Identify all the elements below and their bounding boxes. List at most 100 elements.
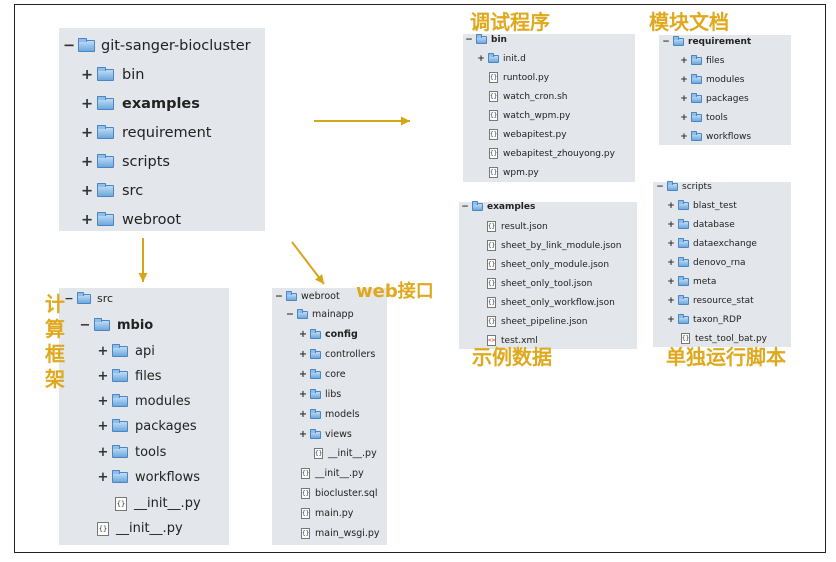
expand-icon[interactable]: + [680, 75, 688, 85]
tree-item-meta[interactable]: + meta [667, 276, 716, 287]
expand-icon[interactable]: + [299, 349, 307, 360]
root-node[interactable]: − git-sanger-biocluster [63, 38, 251, 54]
expand-icon[interactable]: + [299, 369, 307, 380]
tree-item-mainapp[interactable]: − mainapp [286, 308, 354, 320]
tree-item-packages[interactable]: + packages [680, 93, 749, 104]
tree-item-workflows[interactable]: + workflows [680, 131, 751, 142]
file-item[interactable]: {} biocluster.sql [301, 488, 378, 499]
expand-icon[interactable]: + [81, 96, 94, 112]
tree-item-libs[interactable]: + libs [299, 388, 341, 400]
collapse-icon[interactable]: − [465, 35, 473, 45]
file-item[interactable]: {} __init__.py [115, 496, 201, 511]
expand-icon[interactable]: + [299, 429, 307, 440]
file-item[interactable]: {} watch_cron.sh [489, 91, 567, 102]
expand-icon[interactable]: + [299, 409, 307, 420]
expand-icon[interactable]: + [667, 220, 675, 230]
file-item[interactable]: {} watch_wpm.py [489, 110, 570, 121]
file-item[interactable]: {} sheet_only_module.json [487, 259, 609, 270]
webroot-node[interactable]: − webroot [275, 290, 340, 302]
tree-item-database[interactable]: + database [667, 219, 735, 230]
expand-icon[interactable]: + [97, 419, 109, 434]
tree-item-blast-test[interactable]: + blast_test [667, 200, 737, 211]
tree-item-packages[interactable]: + packages [97, 419, 197, 434]
file-item[interactable]: <> test.xml [487, 335, 538, 346]
file-item[interactable]: {} sheet_only_tool.json [487, 278, 592, 289]
collapse-icon[interactable]: − [275, 291, 283, 302]
tree-item-api[interactable]: + api [97, 344, 155, 359]
tree-item-mbio[interactable]: − mbio [79, 318, 153, 333]
expand-icon[interactable]: + [667, 258, 675, 268]
tree-item-views[interactable]: + views [299, 428, 352, 440]
collapse-icon[interactable]: − [286, 309, 294, 320]
examples-node[interactable]: − examples [461, 201, 535, 212]
bin-node[interactable]: − bin [465, 34, 507, 45]
expand-icon[interactable]: + [81, 212, 94, 228]
tree-item-config[interactable]: + config [299, 328, 358, 340]
expand-icon[interactable]: + [97, 394, 109, 409]
tree-item-examples[interactable]: + examples [81, 96, 200, 112]
tree-item-webroot[interactable]: + webroot [81, 212, 181, 228]
expand-icon[interactable]: + [81, 67, 94, 83]
file-item[interactable]: {} main.py [301, 508, 353, 519]
tree-item-tools[interactable]: + tools [97, 445, 166, 460]
expand-icon[interactable]: + [97, 344, 109, 359]
expand-icon[interactable]: + [680, 132, 688, 142]
file-item[interactable]: {} sheet_by_link_module.json [487, 240, 621, 251]
file-item[interactable]: {} webapitest_zhouyong.py [489, 148, 615, 159]
tree-item-scripts[interactable]: + scripts [81, 154, 170, 170]
tree-item-core[interactable]: + core [299, 368, 346, 380]
expand-icon[interactable]: + [299, 329, 307, 340]
file-item[interactable]: {} wpm.py [489, 167, 539, 178]
expand-icon[interactable]: + [667, 296, 675, 306]
expand-icon[interactable]: + [680, 56, 688, 66]
expand-icon[interactable]: + [299, 389, 307, 400]
expand-icon[interactable]: + [81, 154, 94, 170]
tree-item-files[interactable]: + files [97, 369, 162, 384]
tree-item-resource-stat[interactable]: + resource_stat [667, 295, 754, 306]
tree-item-models[interactable]: + models [299, 408, 360, 420]
collapse-icon[interactable]: − [656, 182, 664, 192]
expand-icon[interactable]: + [81, 125, 94, 141]
tree-item-init-d[interactable]: + init.d [477, 53, 526, 64]
expand-icon[interactable]: + [667, 201, 675, 211]
collapse-icon[interactable]: − [64, 292, 74, 305]
expand-icon[interactable]: + [667, 277, 675, 287]
tree-item-workflows[interactable]: + workflows [97, 470, 200, 485]
tree-item-controllers[interactable]: + controllers [299, 348, 375, 360]
tree-item-files[interactable]: + files [680, 55, 724, 66]
scripts-node[interactable]: − scripts [656, 181, 712, 192]
file-item[interactable]: {} sheet_pipeline.json [487, 316, 587, 327]
file-item[interactable]: {} __init__.py [301, 468, 364, 479]
file-item[interactable]: {} webapitest.py [489, 129, 567, 140]
tree-item-src[interactable]: + src [81, 183, 143, 199]
expand-icon[interactable]: + [477, 54, 485, 64]
expand-icon[interactable]: + [97, 369, 109, 384]
tree-item-modules[interactable]: + modules [680, 74, 744, 85]
file-item[interactable]: {} __init__.py [97, 521, 183, 536]
file-item[interactable]: {} result.json [487, 221, 548, 232]
tree-item-taxon-rdp[interactable]: + taxon_RDP [667, 314, 741, 325]
requirement-node[interactable]: − requirement [662, 36, 751, 47]
file-item[interactable]: {} test_tool_bat.py [681, 333, 767, 344]
src-node[interactable]: − src [64, 291, 113, 305]
file-item[interactable]: {} runtool.py [489, 72, 549, 83]
expand-icon[interactable]: + [81, 183, 94, 199]
expand-icon[interactable]: + [680, 94, 688, 104]
tree-item-bin[interactable]: + bin [81, 67, 144, 83]
collapse-icon[interactable]: − [79, 318, 91, 333]
tree-item-tools[interactable]: + tools [680, 112, 728, 123]
expand-icon[interactable]: + [667, 239, 675, 249]
expand-icon[interactable]: + [97, 445, 109, 460]
expand-icon[interactable]: + [97, 470, 109, 485]
file-item[interactable]: {} main_wsgi.py [301, 528, 380, 539]
collapse-icon[interactable]: − [662, 37, 670, 47]
collapse-icon[interactable]: − [461, 202, 469, 212]
expand-icon[interactable]: + [680, 113, 688, 123]
tree-item-requirement[interactable]: + requirement [81, 125, 211, 141]
expand-icon[interactable]: + [667, 315, 675, 325]
tree-item-dataexchange[interactable]: + dataexchange [667, 238, 757, 249]
collapse-icon[interactable]: − [63, 38, 76, 54]
tree-item-denovo-rna[interactable]: + denovo_rna [667, 257, 746, 268]
file-item[interactable]: {} __init__.py [314, 448, 377, 459]
file-item[interactable]: {} sheet_only_workflow.json [487, 297, 615, 308]
